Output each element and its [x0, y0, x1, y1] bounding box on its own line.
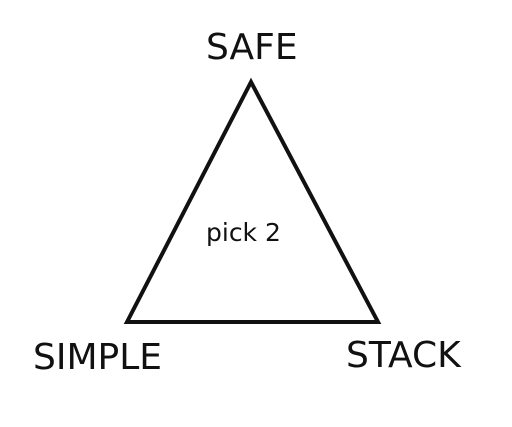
triangle-shape	[123, 77, 382, 324]
vertex-label-safe: SAFE	[206, 27, 298, 68]
vertex-label-stack: STACK	[346, 335, 461, 376]
center-label-pick-two: pick 2	[206, 218, 281, 247]
vertex-label-simple: SIMPLE	[33, 337, 163, 378]
